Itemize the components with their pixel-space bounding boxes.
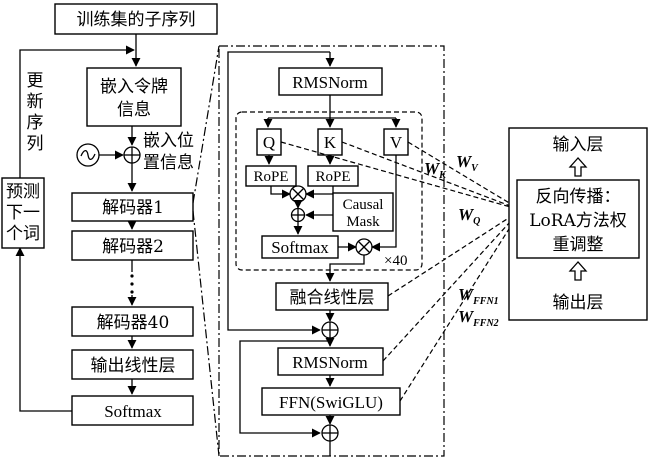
update-seq-1: 更 bbox=[27, 71, 44, 91]
left-pipeline: 训练集的子序列 嵌入令牌 信息 嵌入位 置信息 解码器1 解码器2 解码器40 bbox=[1, 3, 218, 426]
wave-icon bbox=[80, 149, 96, 161]
repeat-label: ×40 bbox=[384, 253, 407, 269]
causal-mask-box bbox=[332, 192, 394, 232]
pos-embed-line1: 嵌入位 bbox=[143, 131, 194, 151]
ffn-label: FFN(SwiGLU) bbox=[279, 393, 383, 412]
lora-weight-links: WV WK WQ WFFN1 WFFN2 bbox=[280, 141, 522, 402]
decoder1-label: 解码器1 bbox=[102, 198, 164, 218]
k-label: K bbox=[324, 133, 337, 152]
residual-path-2 bbox=[239, 340, 330, 438]
attn-softmax-label: Softmax bbox=[271, 238, 329, 257]
wffn1-label: WFFN1 bbox=[458, 285, 499, 307]
attention-block-frame bbox=[235, 111, 423, 271]
q-label: Q bbox=[263, 133, 275, 152]
update-seq-3: 序 bbox=[27, 113, 44, 133]
rope-label-1: RoPE bbox=[253, 169, 288, 185]
subsequence-box bbox=[54, 3, 218, 35]
rope-label-2: RoPE bbox=[315, 169, 350, 185]
arrow-softmax-to-predict bbox=[15, 247, 72, 412]
decoder-detail: RMSNorm Q K V RoPE RoPE Causal bbox=[218, 45, 445, 457]
arrow-predict-to-input bbox=[19, 45, 135, 178]
predict-line3: 个词 bbox=[6, 224, 40, 244]
predict-next-box bbox=[1, 177, 45, 249]
up-arrow-icon bbox=[568, 157, 588, 177]
wk-label: WK bbox=[424, 159, 447, 181]
causal-mask-line1: Causal bbox=[343, 197, 384, 213]
residual-path-1 bbox=[227, 51, 330, 335]
zoom-line-top bbox=[192, 45, 220, 204]
embed-token-line1: 嵌入令牌 bbox=[100, 77, 168, 97]
decoder-detail-frame bbox=[218, 45, 445, 457]
output-linear-label: 输出线性层 bbox=[91, 356, 176, 376]
decoder40-box bbox=[71, 306, 194, 337]
update-seq-2: 新 bbox=[27, 92, 44, 112]
up-arrow-icon-2 bbox=[568, 261, 588, 281]
update-seq-4: 列 bbox=[27, 134, 44, 154]
wv-label: WV bbox=[456, 152, 479, 174]
predict-line2: 下一 bbox=[6, 203, 40, 223]
v-label: V bbox=[390, 133, 403, 152]
lora-panel: 输入层 反向传播： LoRA方法权 重调整 输出层 bbox=[508, 127, 648, 321]
zoom-line-bottom bbox=[192, 210, 220, 457]
backprop-line1: 反向传播： bbox=[536, 187, 621, 207]
softmax-label: Softmax bbox=[104, 402, 162, 421]
causal-mask-line2: Mask bbox=[346, 214, 380, 230]
v-box bbox=[383, 128, 409, 156]
backprop-box bbox=[516, 179, 640, 259]
rmsnorm-top-box bbox=[278, 67, 383, 96]
fusion-linear-box bbox=[275, 282, 389, 311]
predict-line1: 预测 bbox=[6, 182, 40, 202]
backprop-line3: 重调整 bbox=[553, 235, 604, 255]
fusion-linear-label: 融合线性层 bbox=[290, 288, 375, 308]
pos-embed-line2: 置信息 bbox=[143, 153, 194, 173]
ellipsis-dot bbox=[130, 274, 134, 278]
embed-token-box bbox=[86, 67, 182, 127]
backprop-line2: LoRA方法权 bbox=[529, 211, 627, 231]
rmsnorm-top-label: RMSNorm bbox=[292, 73, 368, 92]
decoder40-label: 解码器40 bbox=[97, 313, 170, 333]
input-layer-label: 输入层 bbox=[553, 135, 604, 155]
output-linear-box bbox=[71, 349, 194, 380]
wq-label: WQ bbox=[458, 205, 480, 227]
decoder2-box bbox=[71, 230, 194, 261]
embed-token-line2: 信息 bbox=[117, 100, 151, 120]
k-box bbox=[317, 128, 343, 156]
ffn-box bbox=[261, 387, 401, 416]
rmsnorm-bottom-label: RMSNorm bbox=[292, 353, 368, 372]
decoder2-label: 解码器2 bbox=[102, 237, 164, 257]
subsequence-label: 训练集的子序列 bbox=[77, 10, 196, 30]
output-layer-label: 输出层 bbox=[553, 293, 604, 313]
wffn2-label: WFFN2 bbox=[458, 307, 499, 329]
